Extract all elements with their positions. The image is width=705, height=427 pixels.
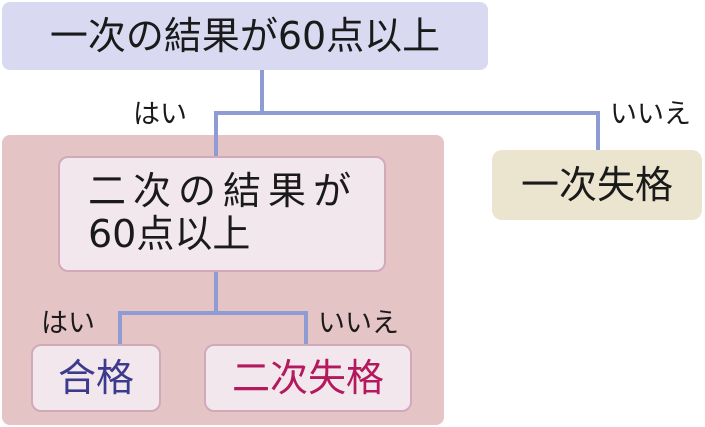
second-exam-label-line2: 60点以上 <box>88 211 251 256</box>
connector-root-yes <box>214 111 264 158</box>
yes-label-first: はい <box>133 99 187 130</box>
first-fail-node: 一次失格 <box>492 150 702 220</box>
yes-label-second: はい <box>41 308 95 339</box>
pass-label: 合格 <box>57 356 134 400</box>
first-exam-label: 一次の結果が60点以上 <box>49 14 441 58</box>
connector-second-yes <box>118 311 218 346</box>
second-exam-label-line1: 二次の結果が <box>88 169 359 213</box>
connector-second-no <box>214 311 308 346</box>
connector-root-no <box>260 111 600 152</box>
second-exam-node: 二次の結果が 60点以上 <box>58 156 386 272</box>
pass-node: 合格 <box>31 344 161 412</box>
no-label-first: いいえ <box>610 99 691 130</box>
no-label-second: いいえ <box>318 308 399 339</box>
second-fail-node: 二次失格 <box>204 344 412 412</box>
first-exam-node: 一次の結果が60点以上 <box>2 2 488 70</box>
first-fail-label: 一次失格 <box>520 163 673 207</box>
second-fail-label: 二次失格 <box>231 356 384 400</box>
